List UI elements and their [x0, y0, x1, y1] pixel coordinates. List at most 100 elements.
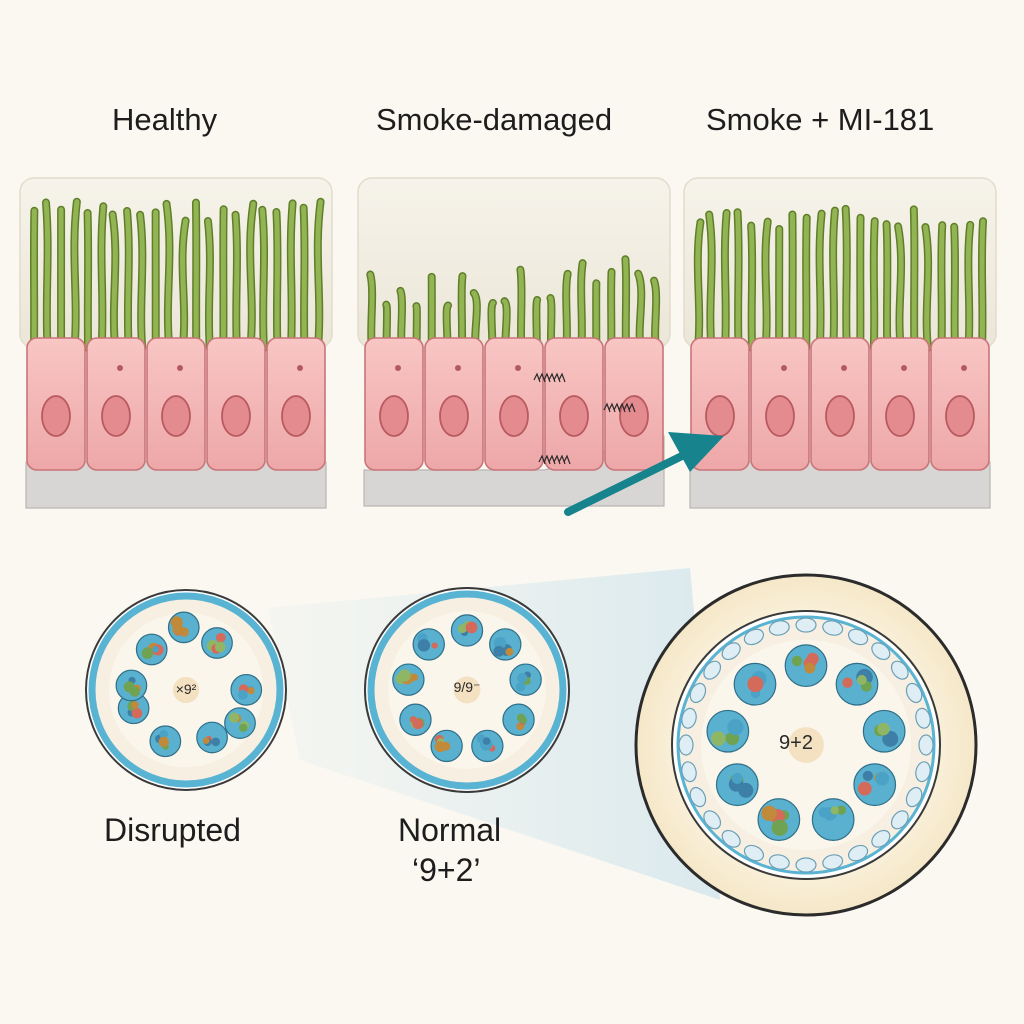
- cilium-highlight: [817, 211, 825, 351]
- cilium-highlight: [301, 205, 308, 351]
- peripheral-membrane-particle: [822, 854, 844, 870]
- cilium-highlight: [830, 208, 838, 351]
- cilium-highlight: [71, 199, 80, 351]
- doublet-subunit: [517, 672, 528, 683]
- cilium-highlight: [124, 208, 132, 351]
- doublet-subunit: [804, 662, 816, 674]
- doublet-subunit: [711, 731, 726, 746]
- microtubule-doublet: [502, 703, 535, 736]
- epithelial-cell: [424, 337, 484, 471]
- nucleus: [439, 395, 469, 437]
- cilium-highlight: [951, 224, 958, 351]
- microtubule-doublet: [853, 763, 897, 807]
- cilium-highlight: [43, 200, 51, 351]
- organelle-dot: [177, 365, 183, 371]
- microtubule-doublet: [201, 627, 233, 659]
- epithelial-cell: [206, 337, 266, 471]
- doublet-subunit: [202, 737, 210, 744]
- doublet-subunit: [247, 686, 255, 695]
- cilium-highlight: [965, 222, 973, 351]
- microtubule-doublet: [392, 663, 425, 696]
- peripheral-membrane-particle: [681, 707, 697, 729]
- smoke-damaged-label: Smoke-damaged: [376, 102, 613, 137]
- cilium-highlight: [735, 209, 742, 351]
- cilium-highlight: [706, 212, 715, 351]
- epithelial-cell: [484, 337, 544, 471]
- cilium-highlight: [85, 210, 91, 351]
- cilium-highlight: [911, 206, 917, 351]
- disrupted-axoneme-cross-section: [85, 589, 287, 791]
- peripheral-membrane-particle: [905, 786, 923, 808]
- doublet-subunit: [505, 647, 514, 656]
- doublet-subunit: [727, 718, 744, 736]
- nucleus: [705, 395, 735, 437]
- doublet-subunit: [882, 730, 899, 747]
- smoke-damaged-epithelium-panel: [357, 177, 671, 507]
- microtubule-doublet: [230, 673, 263, 706]
- damage-scribble: [558, 372, 566, 383]
- doublet-subunit: [152, 646, 159, 653]
- doublet-subunit: [857, 781, 872, 796]
- doublet-subunit: [830, 806, 839, 815]
- nucleus: [41, 395, 71, 437]
- microtubule-doublet: [430, 729, 463, 763]
- epithelial-cell: [146, 337, 206, 471]
- organelle-dot: [395, 365, 401, 371]
- microtubule-doublet: [835, 662, 879, 706]
- mucus-layer: [19, 177, 333, 349]
- cilium-highlight: [578, 260, 586, 351]
- organelle-dot: [455, 365, 461, 371]
- cilium-highlight: [871, 218, 878, 351]
- microtubule-doublet: [399, 703, 432, 736]
- microtubule-doublet: [135, 633, 168, 666]
- doublet-subunit: [791, 655, 803, 667]
- cilium-highlight: [98, 203, 106, 351]
- doublet-subunit: [409, 716, 417, 723]
- organelle-dot: [297, 365, 303, 371]
- doublet-subunit: [771, 819, 788, 836]
- doublet-outer: [196, 721, 228, 754]
- cilium-highlight: [979, 218, 986, 351]
- cilium-highlight: [273, 209, 281, 351]
- peripheral-membrane-particle: [871, 829, 891, 848]
- doublet-subunit: [417, 639, 431, 652]
- microtubule-doublet: [117, 692, 150, 725]
- microtubule-doublet: [862, 709, 906, 753]
- mucus-layer: [683, 177, 997, 349]
- peripheral-membrane-particle: [703, 660, 722, 680]
- cilium-highlight: [563, 271, 571, 351]
- cilium-highlight: [803, 215, 810, 351]
- epithelial-cell: [364, 337, 424, 471]
- doublet-subunit: [129, 686, 140, 697]
- peripheral-membrane-particle: [915, 761, 931, 783]
- nucleus: [619, 395, 649, 437]
- cilium-highlight: [288, 200, 296, 351]
- healthy-epithelium-panel: [19, 177, 333, 509]
- cilium-highlight: [164, 201, 172, 351]
- doublet-subunit: [519, 716, 528, 724]
- doublet-subunit: [237, 689, 248, 700]
- treated-label: Smoke + MI-181: [706, 102, 935, 137]
- doublet-subunit: [214, 641, 226, 653]
- peripheral-membrane-particle: [890, 810, 909, 830]
- xs-center-label-3: 9+2: [779, 732, 813, 754]
- cilium-highlight: [315, 199, 324, 351]
- microtubule-doublet: [811, 798, 855, 841]
- epithelial-cell: [930, 337, 990, 471]
- microtubule-doublet: [450, 614, 484, 647]
- cilium-highlight: [895, 223, 904, 351]
- microtubule-doublet: [115, 669, 148, 702]
- organelle-dot: [117, 365, 123, 371]
- microtubule-doublet: [509, 663, 542, 696]
- doublet-subunit: [875, 771, 890, 786]
- doublet-subunit: [515, 682, 526, 692]
- doublet-subunit: [398, 669, 411, 682]
- damage-marks: [533, 372, 636, 465]
- cilium-highlight: [233, 212, 240, 351]
- doublet-subunit: [856, 674, 867, 685]
- doublet-subunit: [141, 647, 154, 659]
- organelle-dot: [961, 365, 967, 371]
- epithelial-cell: [266, 337, 326, 471]
- cilium-highlight: [517, 267, 525, 351]
